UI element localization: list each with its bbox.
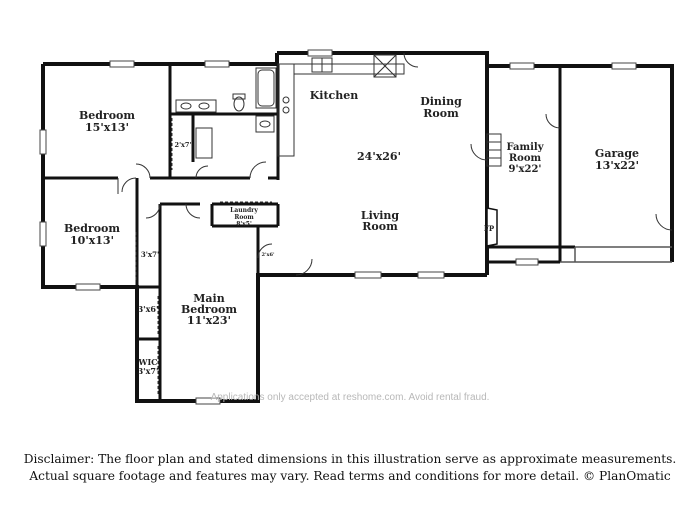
- closet-2x7-dims: 2'x7': [175, 141, 192, 149]
- windows: [39, 49, 637, 405]
- fireplace-box: [486, 207, 498, 247]
- living-name2: Room: [362, 220, 398, 233]
- closet-3x6-dims: 3'x6': [138, 304, 159, 314]
- laundry-name2: Room: [234, 214, 254, 221]
- garage-dims: 13'x22': [595, 159, 639, 172]
- laundry-name: Laundry: [230, 207, 258, 214]
- family-dims: 9'x22': [509, 164, 542, 175]
- main-bedroom-name2: Bedroom: [181, 303, 237, 316]
- bedroom1-name: Bedroom: [79, 109, 135, 122]
- disclaimer-line-1: Disclaimer: The floor plan and stated di…: [23, 452, 677, 466]
- main-bedroom-name: Main: [193, 292, 224, 305]
- closet-doors: [135, 118, 272, 394]
- kitchen-name: Kitchen: [310, 89, 359, 102]
- fireplace-label: FP: [484, 224, 495, 233]
- stairs: [486, 133, 502, 167]
- garage-door: [560, 246, 672, 263]
- family-name: Family: [506, 142, 544, 153]
- wic-dims: 3'x7': [138, 366, 159, 376]
- rental-watermark: Applications only accepted at reshome.co…: [211, 392, 490, 403]
- wic-name: WIC: [137, 357, 157, 367]
- bedroom1-dims: 15'x13': [85, 121, 129, 134]
- laundry-dims: 8'x5': [236, 221, 252, 228]
- dining-name: Dining: [420, 95, 462, 108]
- door-swings: [117, 52, 673, 276]
- garage-name: Garage: [595, 147, 639, 160]
- living-dims: 24'x26': [357, 150, 401, 163]
- living-name: Living: [361, 209, 399, 222]
- closet-3x7-dims: 3'x7': [141, 250, 159, 259]
- bath-fixtures: [175, 67, 277, 159]
- family-name2: Room: [509, 153, 542, 164]
- disclaimer-line-2: Actual square footage and features may v…: [29, 469, 671, 483]
- main-bedroom-dims: 11'x23': [187, 314, 231, 327]
- bedroom2-dims: 10'x13': [70, 234, 114, 247]
- kitchen-fixtures: [277, 54, 405, 157]
- closet-2x6-dims: 2'x6': [261, 252, 274, 258]
- dining-name2: Room: [423, 107, 459, 120]
- bedroom2-name: Bedroom: [64, 222, 120, 235]
